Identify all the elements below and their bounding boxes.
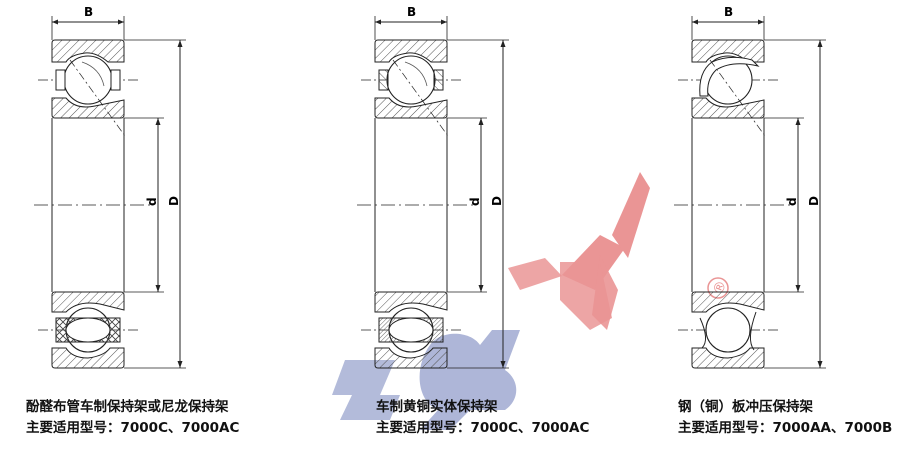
models-text: 主要适用型号：7000C、7000AC (26, 420, 240, 436)
caption-phenolic: 酚醛布管车制保持架或尼龙保持架 主要适用型号：7000C、7000AC (26, 397, 239, 439)
caption-brass: 车制黄铜实体保持架 主要适用型号：7000C、7000AC (376, 397, 589, 439)
bearing-figure-phenolic: B d D (34, 5, 186, 369)
bearing-figure-steel: B d D (674, 5, 826, 369)
width-label-b: B (724, 5, 733, 19)
width-label-b: B (84, 5, 93, 19)
bearing-figure-brass: B d D (357, 5, 509, 369)
bore-label-d: d (785, 197, 799, 206)
outer-label-d: D (807, 196, 821, 206)
outer-label-d: D (490, 196, 504, 206)
cage-type-text: 钢（铜）板冲压保持架 (678, 399, 813, 415)
width-label-b: B (407, 5, 416, 19)
models-text: 主要适用型号：7000AA、7000B (678, 420, 893, 436)
bore-label-d: d (468, 197, 482, 206)
cage-type-text: 酚醛布管车制保持架或尼龙保持架 (26, 399, 229, 415)
models-text: 主要适用型号：7000C、7000AC (376, 420, 590, 436)
caption-steel: 钢（铜）板冲压保持架 主要适用型号：7000AA、7000B (678, 397, 892, 439)
bore-label-d: d (145, 197, 159, 206)
cage-type-text: 车制黄铜实体保持架 (376, 399, 498, 415)
outer-label-d: D (167, 196, 181, 206)
